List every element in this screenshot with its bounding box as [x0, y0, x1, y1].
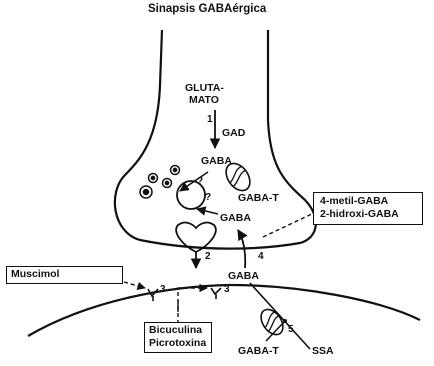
gaba-t-lower-label: GABA-T	[238, 346, 279, 357]
glutamate-label-line2: MATO	[189, 95, 219, 106]
antagonists-box: Bicuculina Picrotoxina	[144, 322, 212, 353]
vesicle-cluster	[140, 166, 180, 199]
antagonist-connector	[178, 288, 207, 324]
receptor-right	[211, 288, 221, 299]
question-mark-1: ?	[197, 177, 203, 187]
step-3-right-label: 3	[224, 285, 230, 295]
gaba-to-ssa-line	[250, 283, 310, 349]
receptor-left	[148, 289, 158, 301]
ssa-label: SSA	[312, 346, 334, 357]
gaba-mid-label: GABA	[220, 213, 251, 224]
inhibitor-connector	[263, 212, 316, 237]
inhibitor-2-label: 2-hidroxi-GABA	[320, 209, 399, 220]
muscimol-label: Muscimol	[11, 269, 59, 280]
gaba-cleft-label: GABA	[228, 271, 259, 282]
antagonist-2-label: Picrotoxina	[149, 338, 206, 349]
inhibitor-1-label: 4-metil-GABA	[320, 196, 388, 207]
muscimol-box: Muscimol	[6, 266, 123, 284]
step-4-label: 4	[258, 252, 264, 262]
question-mark-2: ?	[205, 193, 211, 203]
arrow-gaba-mid-to-vesicle	[197, 209, 218, 214]
glutamate-label-line1: GLUTA-	[185, 83, 224, 94]
step-2-label: 2	[205, 252, 211, 262]
diagram-title: Sinapsis GABAérgica	[148, 4, 266, 16]
step-3-left-label: 3	[160, 285, 166, 295]
gaba-t-upper-label: GABA-T	[238, 193, 279, 204]
gaba-top-label: GABA	[201, 156, 232, 167]
muscimol-connector	[124, 282, 145, 288]
step-1-label: 1	[207, 115, 213, 125]
antagonist-1-label: Bicuculina	[149, 325, 202, 336]
gad-label: GAD	[222, 128, 245, 139]
inhibitors-box: 4-metil-GABA 2-hidroxi-GABA	[313, 192, 423, 225]
step-5-label: 5	[288, 325, 294, 335]
